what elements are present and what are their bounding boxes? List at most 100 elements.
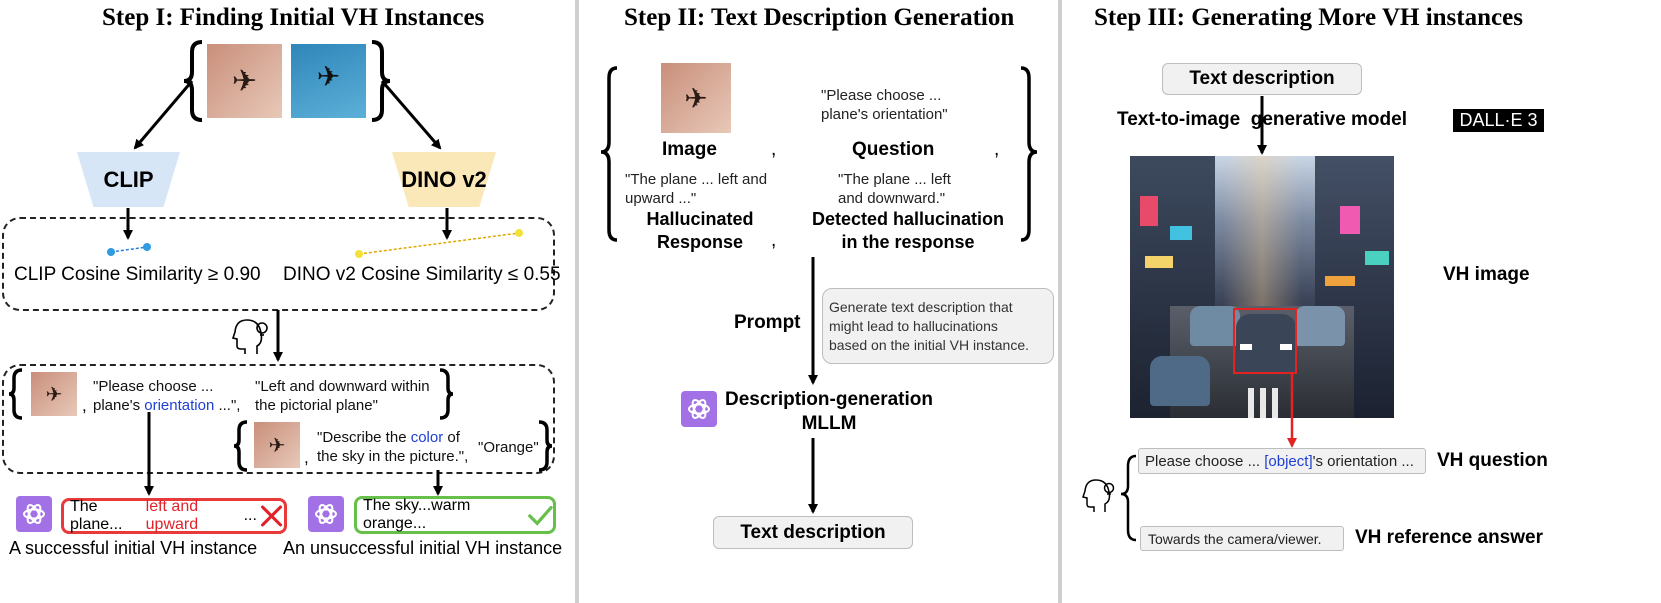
prompt-box: Generate text description that might lea… (822, 288, 1054, 364)
response-text: "The plane ... left and upward ..." (625, 170, 767, 208)
question-2: "Describe the color of the sky in the pi… (317, 428, 468, 466)
openai-icon (23, 504, 45, 524)
openai-icon (688, 399, 710, 419)
sign-6 (1325, 276, 1355, 286)
airplane-icon: ✈ (231, 65, 258, 98)
question-1: "Please choose ... plane's orientation .… (93, 377, 240, 415)
clip-similarity-link (110, 246, 148, 253)
step1-title: Step I: Finding Initial VH Instances (102, 4, 485, 31)
response-fail-highlight: left and upward (145, 498, 199, 533)
sky-photo: ✈ (291, 44, 366, 118)
vh-question-post: 's orientation ... (1312, 452, 1414, 470)
hallucinated-line-2: Response (656, 232, 744, 252)
detected-text-line-2: and downward." (838, 190, 946, 207)
panel-divider-2 (1058, 0, 1062, 603)
prompt-label: Prompt (734, 312, 801, 333)
brace-row2-right (538, 420, 553, 472)
brace-row1-left (8, 368, 23, 420)
vh-answer-label: VH reference answer (1355, 527, 1543, 548)
prompt-text-line-3: based on the initial VH instance. (829, 337, 1030, 353)
clip-similarity-text: CLIP Cosine Similarity ≥ 0.90 (14, 264, 261, 285)
thinking-head-icon (1082, 479, 1115, 512)
step3-brace (1120, 454, 1137, 542)
vh-image-label: VH image (1443, 264, 1530, 285)
dalle-badge: DALL·E 3 (1453, 109, 1544, 132)
orientation-highlight: orientation (144, 397, 215, 414)
prompt-text: Generate text description that might lea… (829, 298, 1029, 355)
hallucinated-line-1: Hallucinated (646, 209, 754, 229)
step2-brace-right (1020, 66, 1038, 242)
color-highlight: color (410, 429, 444, 446)
vh-answer-box: Towards the camera/viewer. (1140, 526, 1344, 551)
brace-row1-right (439, 368, 454, 420)
response-success-text: The sky...warm orange... (363, 497, 471, 532)
question-text: "Please choose ... plane's orientation" (821, 86, 948, 124)
sign-4 (1340, 206, 1360, 234)
dino-dot-1 (355, 250, 363, 258)
vh-question-label: VH question (1437, 450, 1548, 471)
sign-2 (1170, 226, 1192, 240)
openai-logo-3 (681, 391, 717, 427)
airplane-icon: ✈ (268, 435, 286, 457)
car-front-left (1150, 356, 1210, 406)
airplane-icon: ✈ (684, 83, 708, 114)
question-text-line-1: "Please choose ... (821, 87, 942, 104)
vh-question-pre: Please choose ... (1145, 452, 1265, 470)
question-2-line-1: "Describe the color of (317, 428, 468, 447)
clip-dot-2 (143, 243, 151, 251)
question-text-line-2: plane's orientation" (821, 106, 948, 123)
comma: , (82, 396, 87, 415)
brace-right (371, 40, 391, 122)
vh-image (1130, 156, 1394, 418)
answer-1-line-2: the pictorial plane" (255, 397, 378, 414)
response-text-line-2: upward ..." (625, 190, 697, 207)
step3-input-label: Text description (1189, 68, 1335, 89)
lightbulb-icon (1103, 482, 1115, 494)
comma: , (771, 230, 777, 251)
clip-label: CLIP (103, 166, 154, 192)
panel-divider-1 (575, 0, 579, 603)
hallucinated-response: The plane...left and upward... (61, 498, 287, 534)
comma: , (304, 448, 309, 467)
comma: , (994, 139, 1000, 160)
openai-logo-2 (308, 496, 344, 532)
vh-answer-text: Towards the camera/viewer. (1148, 530, 1322, 547)
question-1-post: ...", (214, 397, 241, 414)
answer-2: "Orange" (478, 439, 539, 456)
thinking-head-icon (231, 319, 268, 354)
detected-text-line-1: "The plane ... left (838, 171, 951, 188)
mllm-line-2: MLLM (801, 413, 857, 434)
object-bounding-box (1233, 308, 1297, 374)
question-2-line-2: the sky in the picture.", (317, 448, 469, 465)
dalle-badge-text: DALL·E 3 (1459, 110, 1538, 130)
check-icon (528, 505, 553, 526)
vh-question-box: Please choose ... [object]'s orientation… (1138, 448, 1426, 474)
model-label: Text-to-image generative model (1117, 109, 1407, 130)
airplane-icon: ✈ (45, 384, 63, 406)
answer-1-line-1: "Left and downward within (255, 378, 430, 395)
sign-3 (1145, 256, 1173, 268)
lane-marking (1248, 388, 1284, 418)
openai-icon (315, 504, 337, 524)
comma: , (771, 139, 777, 160)
question-2-post: of (443, 429, 460, 446)
clip-encoder: CLIP (77, 152, 180, 207)
caption-success: A successful initial VH instance (9, 538, 258, 558)
dino-similarity-link (358, 232, 520, 255)
openai-logo-1 (16, 496, 52, 532)
dino-encoder: DINO v2 (392, 152, 496, 207)
answer-1: "Left and downward within the pictorial … (255, 377, 430, 415)
response-fail-post: ... (243, 507, 257, 524)
arrow-to-clip (133, 80, 194, 150)
question-1-line-1: "Please choose ... (93, 378, 214, 395)
headlight-right (1280, 344, 1292, 350)
question-1-pre: plane's (93, 397, 145, 414)
plane-thumb-1: ✈ (31, 372, 77, 416)
step2-title: Step II: Text Description Generation (624, 4, 1015, 31)
step2-output-box: Text description (713, 516, 913, 549)
mllm-line-1: Description-generation (725, 389, 933, 410)
cross-icon (260, 505, 282, 527)
step3-input-box: Text description (1162, 63, 1362, 95)
hallucinated-response-label: Hallucinated Response (640, 208, 760, 254)
